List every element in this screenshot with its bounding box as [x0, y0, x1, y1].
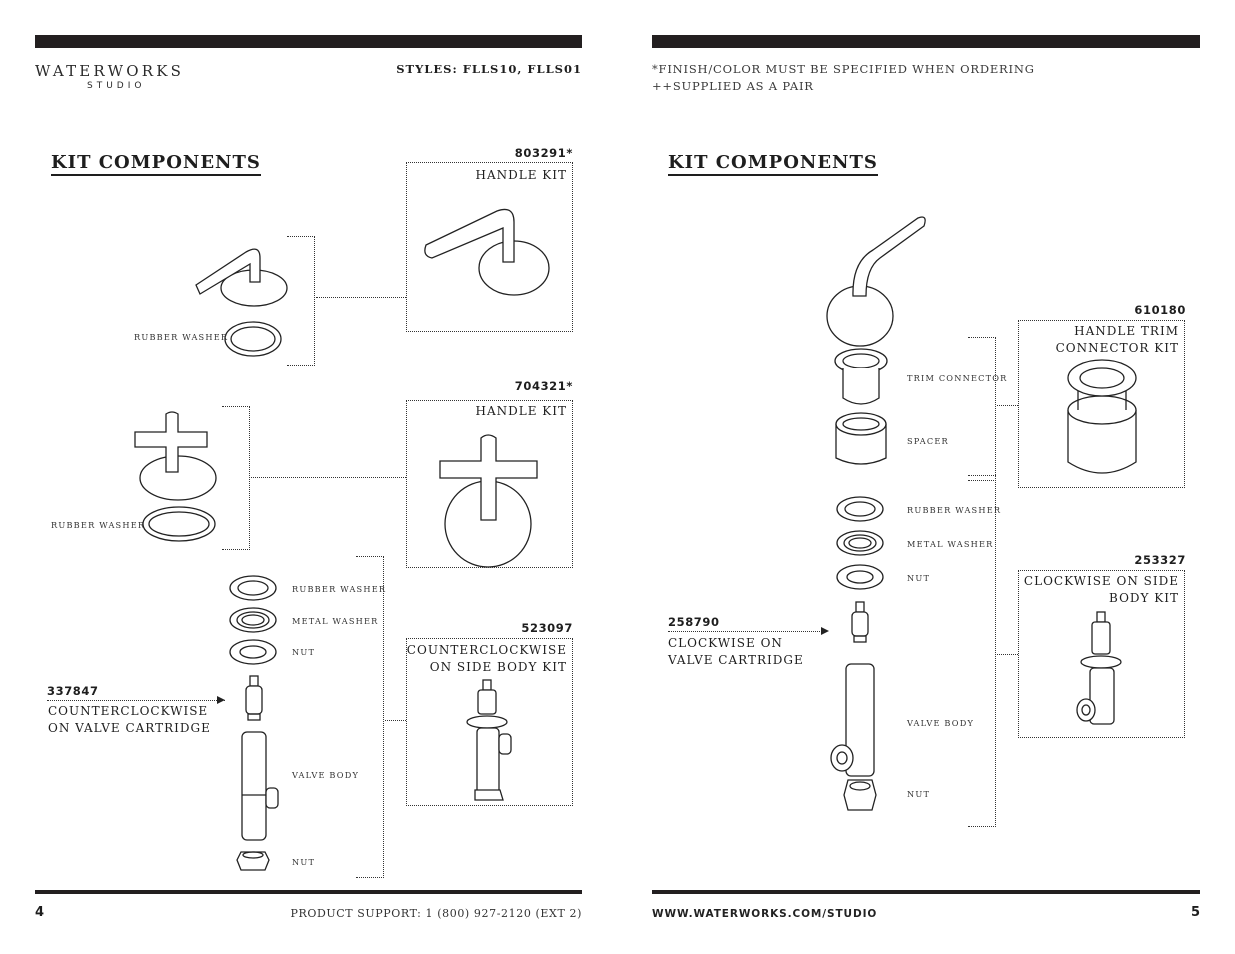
arrow-icon — [821, 627, 829, 635]
valve-body-drawing-right — [830, 663, 875, 777]
kit-name-610180-line2: CONNECTOR KIT — [1055, 341, 1179, 355]
kit-box-610180: HANDLE TRIM CONNECTOR KIT — [1018, 320, 1185, 488]
kit-code-704321: 704321* — [514, 379, 573, 393]
lever-handle-large-drawing — [424, 208, 550, 296]
nut-drawing-right-2 — [843, 779, 877, 811]
note-pair: ++SUPPLIED AS A PAIR — [652, 79, 814, 93]
rubber-washer-drawing-right — [836, 496, 884, 522]
kit-box-523097: COUNTERCLOCKWISE ON SIDE BODY KIT — [406, 638, 573, 806]
kit-name-610180-line1: HANDLE TRIM — [1074, 324, 1179, 338]
kit-name-523097-line2: ON SIDE BODY KIT — [429, 660, 567, 674]
connector-line-3 — [385, 720, 406, 721]
label-rubber-washer-1: RUBBER WASHER — [134, 332, 229, 342]
brand-logo: WATERWORKS — [35, 62, 185, 80]
spacer-drawing — [835, 412, 887, 465]
kit-name-253327-line1: CLOCKWISE ON SIDE — [1023, 574, 1179, 588]
rubber-washer-drawing-1 — [224, 321, 282, 357]
metal-washer-drawing — [229, 607, 277, 633]
label-trim-connector: TRIM CONNECTOR — [907, 373, 1008, 383]
label-nut-right-1: NUT — [907, 573, 931, 583]
cartridge-name-right-line2: VALVE CARTRIDGE — [668, 653, 804, 667]
nut-drawing-1 — [229, 639, 277, 665]
kit-name-704321: HANDLE KIT — [475, 404, 567, 418]
connector-line-right-2 — [997, 654, 1018, 655]
page-title-left: KIT COMPONENTS — [51, 152, 261, 176]
label-nut-1: NUT — [292, 647, 316, 657]
footer-bar-right — [652, 890, 1200, 894]
handle-trim-connector-kit-drawing — [1067, 359, 1137, 474]
page-title-right: KIT COMPONENTS — [668, 152, 878, 176]
cartridge-code-258790: 258790 — [668, 615, 720, 629]
kit-code-803291: 803291* — [514, 146, 573, 160]
lever-handle-small-drawing — [195, 248, 288, 307]
arrow-icon — [217, 696, 225, 704]
valve-body-drawing-left — [241, 731, 279, 841]
bracket-trim-connector — [968, 337, 996, 481]
website-link[interactable]: WWW.WATERWORKS.COM/STUDIO — [652, 908, 878, 920]
cartridge-name-right-line1: CLOCKWISE ON — [668, 636, 783, 650]
label-valve-body-right: VALVE BODY — [907, 718, 975, 728]
label-rubber-washer-2: RUBBER WASHER — [51, 520, 146, 530]
kit-name-523097-line1: COUNTERCLOCKWISE — [406, 643, 567, 657]
rubber-washer-drawing-3 — [229, 575, 277, 601]
cartridge-code-337847: 337847 — [47, 684, 99, 698]
note-finish: *FINISH/COLOR MUST BE SPECIFIED WHEN ORD… — [652, 62, 1035, 76]
nut-drawing-right-1 — [836, 564, 884, 590]
kit-code-523097: 523097 — [521, 621, 573, 635]
connector-line-right-1 — [997, 405, 1018, 406]
cartridge-drawing-right — [851, 601, 869, 643]
page-number-right: 5 — [1190, 905, 1200, 920]
lever-handle-drawing-right — [826, 216, 926, 347]
trim-connector-drawing — [834, 348, 888, 405]
kit-code-610180: 610180 — [1134, 303, 1186, 317]
footer-bar-left — [35, 890, 582, 894]
label-rubber-washer-right: RUBBER WASHER — [907, 505, 1002, 515]
bracket-body-right — [968, 475, 996, 827]
label-nut-2: NUT — [292, 857, 316, 867]
kit-box-803291: HANDLE KIT — [406, 162, 573, 332]
kit-box-253327: CLOCKWISE ON SIDE BODY KIT — [1018, 570, 1185, 738]
cartridge-leader-right — [668, 631, 822, 632]
side-body-kit-drawing-cw — [1076, 611, 1122, 725]
product-support: PRODUCT SUPPORT: 1 (800) 927-2120 (EXT 2… — [290, 907, 582, 920]
side-body-kit-drawing-ccw — [466, 679, 512, 801]
label-metal-washer-right: METAL WASHER — [907, 539, 994, 549]
page-number-left: 4 — [35, 905, 45, 920]
kit-name-253327-line2: BODY KIT — [1109, 591, 1179, 605]
label-rubber-washer-3: RUBBER WASHER — [292, 584, 387, 594]
kit-name-803291: HANDLE KIT — [475, 168, 567, 182]
brand-logo-sub: STUDIO — [87, 81, 146, 91]
bracket-handle-1 — [287, 236, 315, 366]
connector-line-1 — [316, 297, 406, 298]
label-valve-body: VALVE BODY — [292, 770, 360, 780]
styles-line: STYLES: FLLS10, FLLS01 — [396, 62, 582, 76]
cartridge-name-line1: COUNTERCLOCKWISE — [48, 704, 209, 718]
label-nut-right-2: NUT — [907, 789, 931, 799]
cross-handle-large-drawing — [439, 434, 538, 568]
top-bar-right — [652, 35, 1200, 48]
bracket-handle-2 — [222, 406, 250, 550]
metal-washer-drawing-right — [836, 530, 884, 556]
label-metal-washer: METAL WASHER — [292, 616, 379, 626]
cartridge-name-line2: ON VALVE CARTRIDGE — [48, 721, 211, 735]
cross-handle-small-drawing — [134, 411, 217, 501]
nut-drawing-2 — [236, 851, 270, 871]
connector-line-2 — [251, 477, 406, 478]
cartridge-leader-left — [47, 700, 225, 701]
cartridge-drawing-left — [245, 675, 263, 721]
top-bar-left — [35, 35, 582, 48]
label-spacer: SPACER — [907, 436, 949, 446]
bracket-body-left — [356, 556, 384, 878]
rubber-washer-drawing-2 — [142, 506, 216, 542]
kit-code-253327: 253327 — [1134, 553, 1186, 567]
kit-box-704321: HANDLE KIT — [406, 400, 573, 568]
